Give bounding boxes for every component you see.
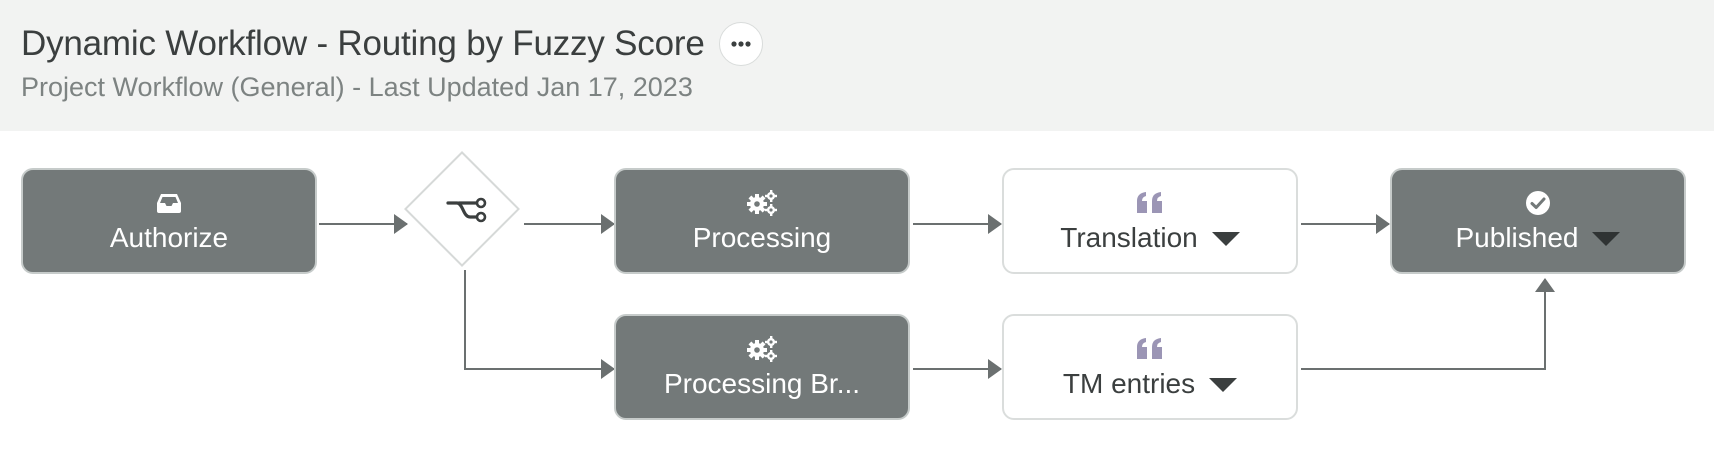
quote-icon xyxy=(1136,334,1164,364)
dropdown-caret-icon[interactable] xyxy=(1209,378,1238,392)
workflow-header: Dynamic Workflow - Routing by Fuzzy Scor… xyxy=(0,0,1714,131)
gears-icon xyxy=(746,188,778,218)
node-authorize[interactable]: Authorize xyxy=(21,168,317,274)
node-label: Authorize xyxy=(109,222,229,253)
inbox-icon xyxy=(156,188,182,218)
node-label: Processing xyxy=(692,222,832,253)
edge-gateway-processing-br xyxy=(464,270,615,379)
page-title: Dynamic Workflow - Routing by Fuzzy Scor… xyxy=(21,24,705,63)
title-row: Dynamic Workflow - Routing by Fuzzy Scor… xyxy=(21,20,763,68)
node-published[interactable]: Published xyxy=(1390,168,1686,274)
gears-icon xyxy=(746,334,778,364)
workflow-connectors xyxy=(319,214,1555,379)
more-options-button[interactable] xyxy=(718,22,763,66)
node-processing-br[interactable]: Processing Br... xyxy=(614,314,910,420)
dropdown-caret-icon[interactable] xyxy=(1592,232,1621,246)
node-tm-entries[interactable]: TM entries xyxy=(1002,314,1298,420)
node-label: Processing Br... xyxy=(663,368,861,399)
node-label: Translation xyxy=(1060,222,1198,253)
node-translation[interactable]: Translation xyxy=(1002,168,1298,274)
edge-tm-entries-published xyxy=(1301,278,1555,370)
quote-icon xyxy=(1136,188,1164,218)
workflow-canvas: Authorize xyxy=(0,131,1714,452)
node-label: TM entries xyxy=(1062,368,1196,399)
node-processing[interactable]: Processing xyxy=(614,168,910,274)
page-subtitle: Project Workflow (General) - Last Update… xyxy=(21,72,693,102)
dropdown-caret-icon[interactable] xyxy=(1211,232,1240,246)
ellipsis-icon xyxy=(730,41,751,47)
check-circle-icon xyxy=(1525,188,1551,218)
node-label: Published xyxy=(1455,222,1579,253)
